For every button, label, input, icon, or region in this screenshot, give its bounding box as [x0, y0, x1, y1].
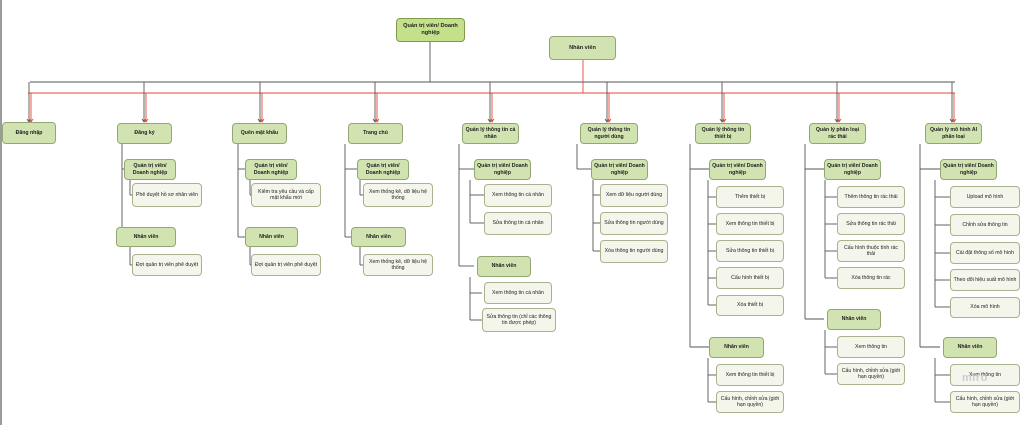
- c9-staff-item-1[interactable]: Xem thông tin: [950, 364, 1020, 386]
- c4-title-node[interactable]: Trang chủ: [348, 123, 403, 144]
- c2-title-node[interactable]: Đăng ký: [117, 123, 172, 144]
- c6-admin-item-1[interactable]: Xem dữ liệu người dùng: [600, 184, 668, 207]
- arrowhead-9: [257, 118, 263, 123]
- c1-title-node[interactable]: Đăng nhập: [2, 122, 56, 144]
- c5-staff-node[interactable]: Nhân viên: [477, 256, 531, 277]
- c4-admin-node[interactable]: Quản trị viên/ Doanh nghiệp: [357, 159, 409, 180]
- c2-staff-node[interactable]: Nhân viên: [116, 227, 176, 247]
- c9-admin-item-1[interactable]: Upload mô hình: [950, 186, 1020, 208]
- c6-title-node[interactable]: Quản lý thông tin người dùng: [580, 123, 638, 144]
- c9-staff-item-2[interactable]: Cấu hình, chỉnh sửa (giới hạn quyền): [950, 391, 1020, 413]
- c3-admin-node[interactable]: Quản trị viên/ Doanh nghiệp: [245, 159, 297, 180]
- arrowhead-12: [374, 118, 380, 123]
- c8-admin-item-4[interactable]: Xóa thông tin rác: [837, 267, 905, 289]
- c4-staff-node[interactable]: Nhân viên: [351, 227, 406, 247]
- c3-admin-item-1[interactable]: Kiểm tra yêu cầu và cấp mật khẩu mới: [251, 183, 321, 207]
- arrowhead-17: [719, 118, 725, 123]
- arrowhead-18: [721, 118, 727, 123]
- c9-admin-item-5[interactable]: Xóa mô hình: [950, 297, 1020, 318]
- c9-admin-node[interactable]: Quản trị viên/ Doanh nghiệp: [940, 159, 997, 180]
- c8-admin-node[interactable]: Quản trị viên/ Doanh nghiệp: [824, 159, 881, 180]
- c8-admin-item-3[interactable]: Cấu hình thuộc tính rác thải: [837, 240, 905, 262]
- c5-staff-item-2[interactable]: Sửa thông tin (chỉ các thông tin được ph…: [482, 308, 556, 332]
- c7-title-node[interactable]: Quản lý thông tin thiết bị: [695, 123, 751, 144]
- arrowhead-16: [606, 118, 612, 123]
- c5-admin-item-1[interactable]: Xem thông tin cá nhân: [484, 184, 552, 207]
- c2-admin-item-1[interactable]: Phê duyệt hồ sơ nhân viên: [132, 183, 202, 207]
- c7-admin-item-5[interactable]: Xóa thiết bị: [716, 295, 784, 316]
- arrowhead-7: [141, 118, 147, 123]
- c3-title-node[interactable]: Quên mật khẩu: [232, 123, 287, 144]
- c3-staff-node[interactable]: Nhân viên: [245, 227, 298, 247]
- c7-admin-item-4[interactable]: Cấu hình thiết bị: [716, 267, 784, 289]
- c7-admin-item-3[interactable]: Sửa thông tin thiết bị: [716, 240, 784, 262]
- c9-title-node[interactable]: Quản lý mô hình AI phân loại: [925, 123, 982, 144]
- c6-admin-item-2[interactable]: Sửa thông tin người dùng: [600, 212, 668, 235]
- arrowhead-10: [259, 118, 265, 123]
- c7-admin-item-1[interactable]: Thêm thiết bị: [716, 186, 784, 208]
- c9-staff-node[interactable]: Nhân viên: [943, 337, 997, 358]
- c9-admin-item-3[interactable]: Cài đặt thông số mô hình: [950, 242, 1020, 264]
- c5-staff-item-1[interactable]: Xem thông tin cá nhân: [484, 282, 552, 304]
- c7-admin-node[interactable]: Quản trị viên/ Doanh nghiệp: [709, 159, 766, 180]
- c2-staff-item-1[interactable]: Đợi quản trị viên phê duyệt: [132, 254, 202, 276]
- c4-admin-item-1[interactable]: Xem thống kê, dữ liệu hệ thống: [363, 183, 433, 207]
- c5-admin-node[interactable]: Quản trị viên/ Doanh nghiệp: [474, 159, 531, 180]
- root-admin-node[interactable]: Quản trị viên/ Doanh nghiệp: [396, 18, 465, 42]
- c8-admin-item-2[interactable]: Sửa thông tin rác thải: [837, 213, 905, 235]
- c7-staff-item-1[interactable]: Xem thông tin thiết bị: [716, 364, 784, 386]
- miro-watermark: miro: [962, 372, 988, 384]
- arrowhead-15: [604, 118, 610, 123]
- c5-admin-item-2[interactable]: Sửa thông tin cá nhân: [484, 212, 552, 235]
- arrowhead-8: [143, 118, 149, 123]
- arrowhead-13: [487, 118, 493, 123]
- c5-title-node[interactable]: Quản lý thông tin cá nhân: [462, 123, 519, 144]
- c7-staff-node[interactable]: Nhân viên: [709, 337, 764, 358]
- arrowhead-19: [834, 118, 840, 123]
- c9-admin-item-2[interactable]: Chỉnh sửa thông tin: [950, 214, 1020, 236]
- c8-staff-item-2[interactable]: Cấu hình, chỉnh sửa (giới hạn quyền): [837, 363, 905, 385]
- arrowhead-21: [949, 118, 955, 123]
- arrowhead-14: [489, 118, 495, 123]
- c8-admin-item-1[interactable]: Thêm thông tin rác thải: [837, 186, 905, 208]
- c3-staff-item-1[interactable]: Đợi quản trị viên phê duyệt: [251, 254, 321, 276]
- arrowhead-22: [951, 118, 957, 123]
- c8-title-node[interactable]: Quản lý phân loại rác thải: [809, 123, 866, 144]
- c7-admin-item-2[interactable]: Xem thông tin thiết bị: [716, 213, 784, 235]
- c6-admin-item-3[interactable]: Xóa thông tin người dùng: [600, 240, 668, 263]
- arrowhead-11: [372, 118, 378, 123]
- c8-staff-item-1[interactable]: Xem thông tin: [837, 336, 905, 358]
- c6-admin-node[interactable]: Quản trị viên/ Doanh nghiệp: [591, 159, 648, 180]
- arrowhead-20: [836, 118, 842, 123]
- c7-staff-item-2[interactable]: Cấu hình, chỉnh sửa (giới hạn quyền): [716, 391, 784, 413]
- c9-admin-item-4[interactable]: Theo dõi hiệu suất mô hình: [950, 269, 1020, 291]
- c8-staff-node[interactable]: Nhân viên: [827, 309, 881, 330]
- c2-admin-node[interactable]: Quản trị viên/ Doanh nghiệp: [124, 159, 176, 180]
- root-staff-node[interactable]: Nhân viên: [549, 36, 616, 60]
- c4-staff-item-1[interactable]: Xem thống kê, dữ liệu hệ thống: [363, 254, 433, 276]
